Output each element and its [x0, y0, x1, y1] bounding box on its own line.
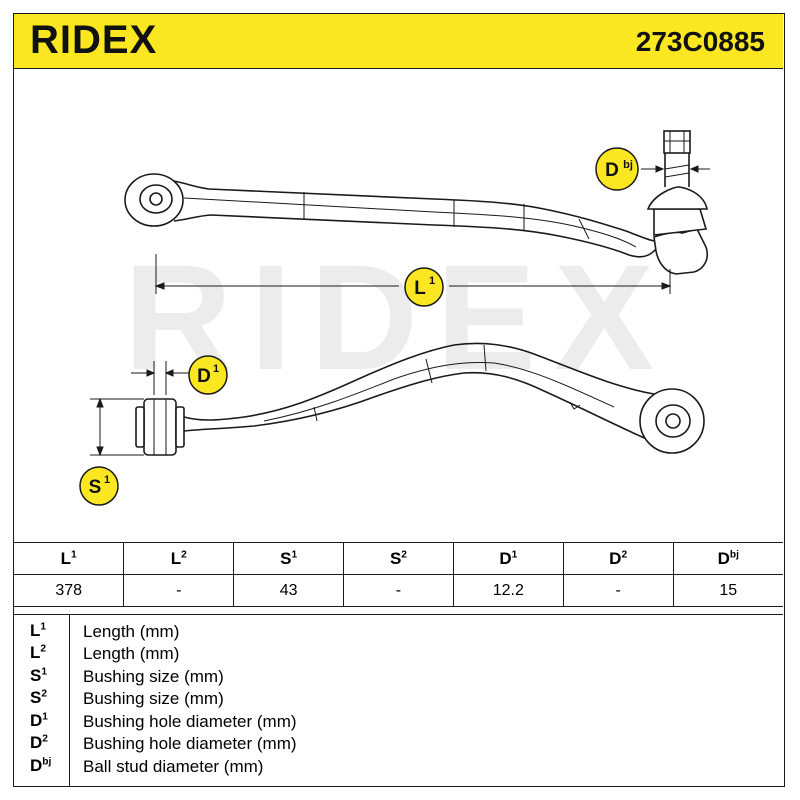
spec-value: 43 — [233, 574, 345, 607]
callout-d1-sup: 1 — [213, 363, 219, 375]
callout-s1-base: S — [89, 477, 102, 498]
legend-symbol: S1 — [30, 666, 48, 685]
legend-item: S2 Bushing size (mm) — [14, 688, 783, 710]
legend-description: Bushing hole diameter (mm) — [83, 734, 297, 753]
spec-value: 378 — [14, 574, 125, 607]
legend-description: Bushing size (mm) — [83, 667, 224, 686]
legend-symbol: L1 — [30, 621, 47, 640]
l1-dimension — [154, 254, 672, 294]
bottom-arm — [135, 342, 705, 456]
spec-header: S2 — [343, 542, 454, 575]
spec-header: S1 — [233, 542, 345, 575]
top-arm — [124, 130, 709, 275]
legend-item: L1 Length (mm) — [14, 621, 783, 643]
legend-symbol: Dbj — [30, 756, 52, 775]
legend-item: S1 Bushing size (mm) — [14, 666, 783, 688]
legend-item: D1 Bushing hole diameter (mm) — [14, 711, 783, 733]
spec-header: L2 — [123, 542, 235, 575]
s1-dimension — [90, 397, 144, 457]
spec-table-header-row: L1 L2 S1 S2 D1 D2 Dbj — [14, 542, 783, 575]
callout-l1: L 1 — [404, 267, 444, 307]
legend-symbol: D2 — [30, 733, 48, 752]
spec-header: L1 — [14, 542, 125, 575]
technical-drawing: RIDEX — [79, 130, 710, 506]
legend-item: Dbj Ball stud diameter (mm) — [14, 756, 783, 778]
legend-description: Length (mm) — [83, 644, 180, 663]
legend-item: L2 Length (mm) — [14, 643, 783, 665]
legend: L1 Length (mm) L2 Length (mm) S1 Bushing… — [14, 614, 783, 786]
legend-divider — [69, 615, 70, 786]
d1-dimension — [131, 361, 190, 395]
callout-dbj-sup: bj — [623, 159, 633, 171]
legend-symbol: D1 — [30, 711, 48, 730]
spec-sheet: RIDEX 273C0885 RIDEX — [13, 13, 785, 787]
callout-l1-sup: 1 — [429, 275, 435, 287]
legend-item: D2 Bushing hole diameter (mm) — [14, 733, 783, 755]
callout-s1: S 1 — [79, 466, 119, 506]
spec-table: L1 L2 S1 S2 D1 D2 Dbj 378 - 43 - 12.2 - … — [14, 542, 783, 607]
spec-value: - — [123, 574, 235, 607]
callout-dbj: D bj — [595, 147, 639, 191]
header-bar: RIDEX 273C0885 — [14, 14, 783, 69]
spec-value: 12.2 — [452, 574, 564, 607]
part-number: 273C0885 — [635, 26, 765, 57]
spec-header: D2 — [562, 542, 674, 575]
callout-s1-sup: 1 — [104, 474, 110, 486]
spec-table-value-row: 378 - 43 - 12.2 - 15 — [14, 574, 783, 607]
brand-logo: RIDEX — [30, 18, 158, 62]
legend-description: Ball stud diameter (mm) — [83, 757, 264, 776]
callout-l1-base: L — [414, 278, 426, 299]
legend-description: Bushing hole diameter (mm) — [83, 712, 297, 731]
callout-d1: D 1 — [188, 355, 228, 395]
callout-d1-base: D — [197, 366, 211, 387]
legend-symbol: L2 — [30, 643, 47, 662]
legend-description: Bushing size (mm) — [83, 689, 224, 708]
dbj-dimension — [641, 165, 710, 173]
spec-value: - — [343, 574, 454, 607]
spec-value: - — [562, 574, 674, 607]
legend-symbol: S2 — [30, 688, 48, 707]
callout-dbj-base: D — [605, 160, 619, 181]
spec-value: 15 — [672, 574, 783, 607]
legend-description: Length (mm) — [83, 622, 180, 641]
spec-header: Dbj — [672, 542, 783, 575]
spec-header: D1 — [452, 542, 564, 575]
